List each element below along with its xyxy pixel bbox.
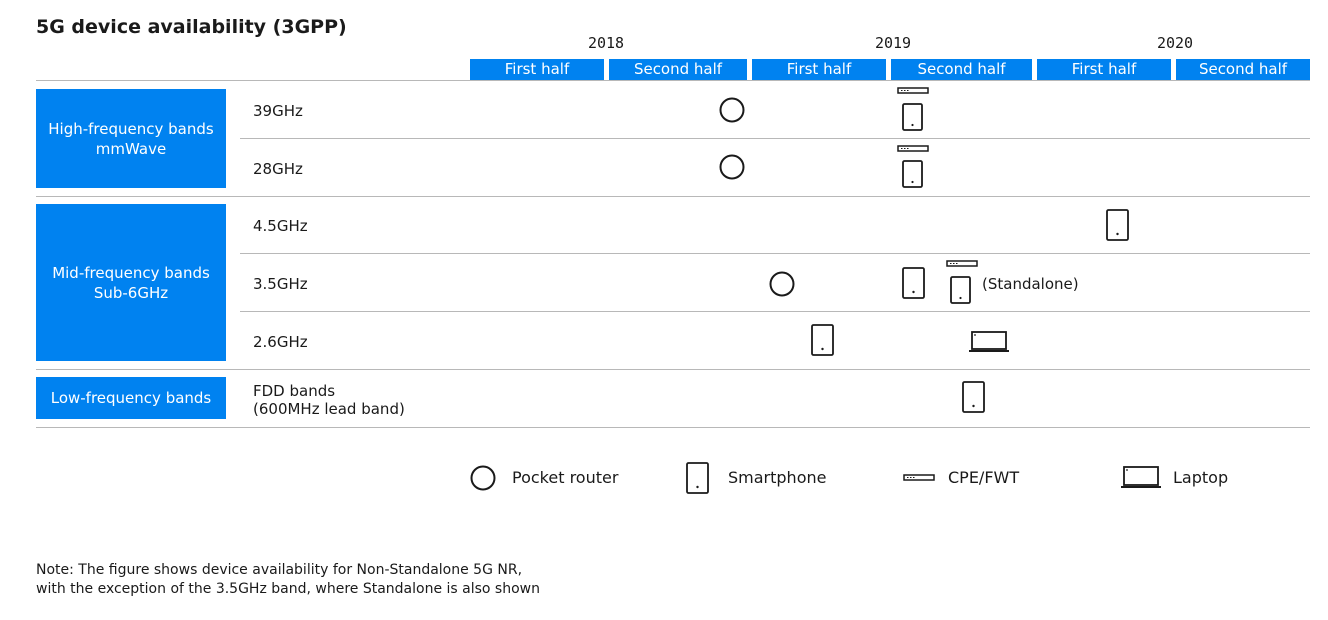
row-divider (240, 311, 1310, 312)
footnote-line: with the exception of the 3.5GHz band, w… (36, 581, 540, 597)
smartphone-icon (962, 381, 985, 413)
figure-title: 5G device availability (3GPP) (36, 16, 347, 38)
year-label-2020: 2020 (1156, 34, 1194, 52)
year-label-2018: 2018 (587, 34, 625, 52)
band-high-frequency: High-frequency bands mmWave (36, 89, 226, 188)
half-header-2018-h1: First half (470, 59, 604, 80)
half-header-2020-h2: Second half (1176, 59, 1310, 80)
legend-smartphone-label: Smartphone (728, 468, 827, 487)
laptop-icon (969, 331, 1009, 352)
band-label-line: mmWave (95, 139, 167, 158)
smartphone-icon (902, 267, 925, 299)
row-label-3-5ghz: 3.5GHz (253, 275, 308, 293)
group-divider (36, 196, 1310, 197)
pocket-router-icon (719, 154, 745, 180)
band-label-line: High-frequency bands (48, 119, 214, 138)
footnote-line: Note: The figure shows device availabili… (36, 562, 523, 578)
legend-pocket-router-icon (470, 465, 496, 491)
cpe-bar-icon (897, 145, 929, 152)
legend-cpe-icon (903, 474, 935, 481)
smartphone-icon (902, 103, 923, 131)
half-header-2018-h2: Second half (609, 59, 747, 80)
row-label-39ghz: 39GHz (253, 102, 303, 120)
header-rule (36, 80, 1310, 81)
pocket-router-icon (719, 97, 745, 123)
row-label-line: 39GHz (253, 102, 303, 120)
half-header-2020-h1: First half (1037, 59, 1171, 80)
row-label-line: 4.5GHz (253, 217, 308, 235)
row-label-4-5ghz: 4.5GHz (253, 217, 308, 235)
legend-smartphone-icon (686, 462, 709, 494)
band-label-line: Sub-6GHz (93, 283, 169, 302)
band-label-line: Mid-frequency bands (52, 263, 210, 282)
legend-cpe-label: CPE/FWT (948, 468, 1020, 487)
row-label-line: 28GHz (253, 160, 303, 178)
legend-laptop-label: Laptop (1173, 468, 1229, 487)
smartphone-icon (811, 324, 834, 356)
row-divider (240, 138, 1310, 139)
row-label-28ghz: 28GHz (253, 160, 303, 178)
smartphone-icon (1106, 209, 1129, 241)
footnote: Note: The figure shows device availabili… (36, 561, 540, 599)
year-label-2019: 2019 (874, 34, 912, 52)
row-label-2-6ghz: 2.6GHz (253, 333, 308, 351)
standalone-annotation: (Standalone) (982, 275, 1079, 293)
band-label-line: Low-frequency bands (50, 389, 212, 407)
row-label-line: (600MHz lead band) (253, 400, 405, 418)
smartphone-icon (902, 160, 923, 188)
legend-pocket-router-label: Pocket router (512, 468, 619, 487)
row-label-fdd-bands: FDD bands (600MHz lead band) (253, 382, 405, 418)
table-bottom-rule (36, 427, 1310, 428)
cpe-bar-icon (897, 87, 929, 94)
half-header-2019-h2: Second half (891, 59, 1032, 80)
row-label-line: 3.5GHz (253, 275, 308, 293)
pocket-router-icon (769, 271, 795, 297)
row-label-line: FDD bands (253, 382, 336, 400)
row-divider (240, 253, 1310, 254)
smartphone-icon (950, 276, 971, 304)
row-label-line: 2.6GHz (253, 333, 308, 351)
band-low-frequency: Low-frequency bands (36, 377, 226, 419)
group-divider (36, 369, 1310, 370)
half-header-2019-h1: First half (752, 59, 886, 80)
legend-laptop-icon (1121, 466, 1161, 488)
cpe-bar-icon (946, 260, 978, 267)
band-mid-frequency: Mid-frequency bands Sub-6GHz (36, 204, 226, 361)
